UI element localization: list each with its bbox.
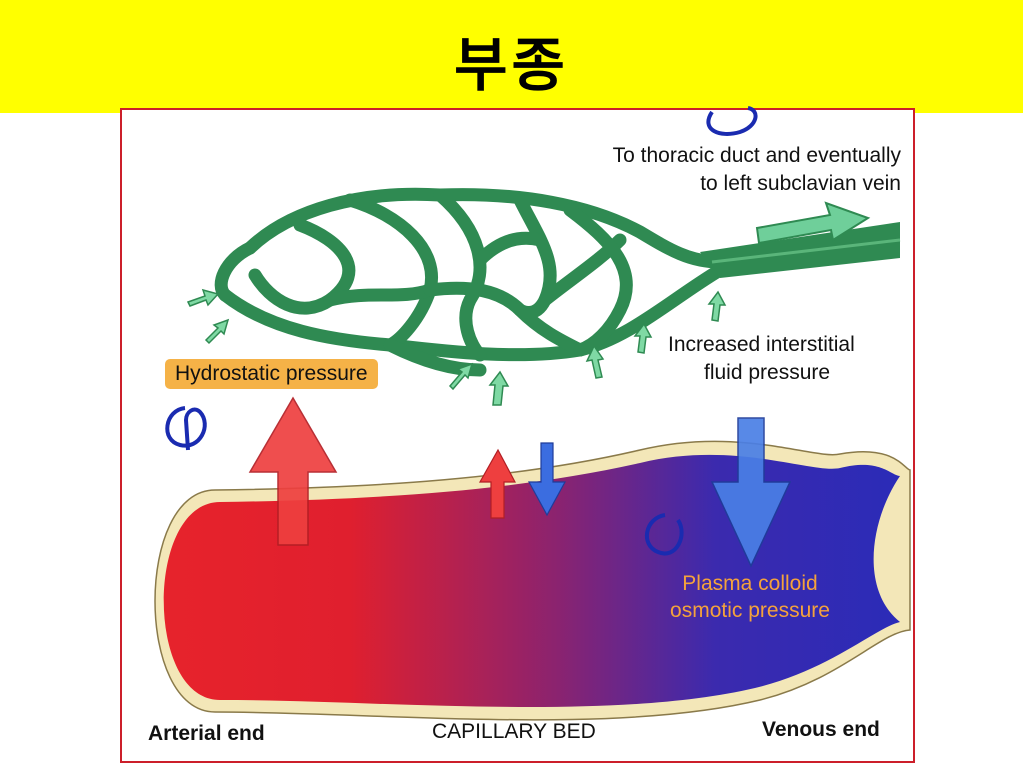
arrow-right-icon [755,201,871,245]
lymph-vessel-outflow [700,222,901,278]
label-venous-end: Venous end [762,718,880,741]
label-hydrostatic-pressure: Hydrostatic pressure [165,359,378,389]
label-plasma-line1: Plasma colloid [682,572,818,595]
label-capillary-bed: CAPILLARY BED [432,720,596,743]
label-plasma-colloid: Plasma colloid osmotic pressure [640,570,860,624]
arrow-down-icon [527,442,567,517]
label-interstitial-line1: Increased interstitial [668,333,855,356]
page-title: 부종 [454,31,569,99]
mark-1-circle [165,406,207,451]
inflow-arrow-1 [186,288,220,307]
lymph-inflow-arrows [186,288,727,406]
lymphatic-network [214,187,727,377]
inflow-arrow-7 [707,290,727,322]
label-interstitial-line2: fluid pressure [704,361,831,384]
inflow-arrow-2 [204,318,230,345]
blood-capillary [154,440,911,721]
inflow-arrow-4 [488,370,510,406]
label-plasma-line2: osmotic pressure [670,599,830,622]
arrow-up-icon [248,396,338,546]
inflow-arrow-5 [585,344,605,379]
large-down-arrow [710,417,792,568]
mark-3-circle [706,106,758,136]
label-arterial-end: Arterial end [148,722,265,745]
label-thoracic-line2: to left subclavian vein [700,172,901,195]
title-bar [0,0,1023,113]
label-thoracic-line1: To thoracic duct and eventually [612,144,901,167]
small-up-arrow [478,448,516,519]
inflow-arrow-3 [448,362,474,391]
hand-annotations [165,106,758,556]
inflow-arrow-6 [633,322,653,354]
mark-2-circle [644,513,684,556]
